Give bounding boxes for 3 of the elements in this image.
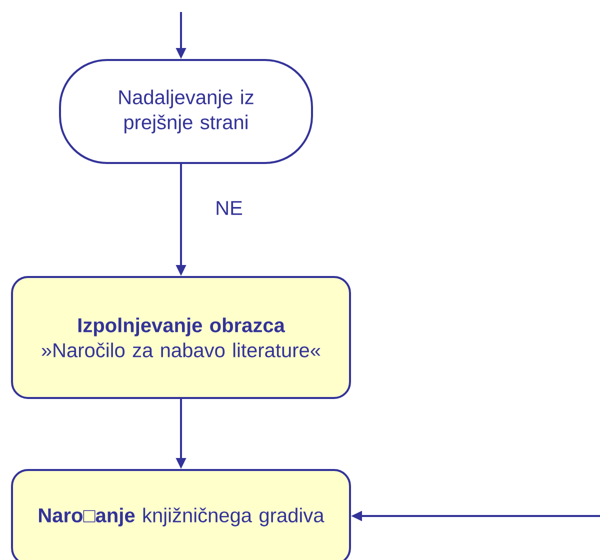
edge-label: NE <box>214 200 244 216</box>
process-box: Naro□anje knjižničnega gradiva <box>11 469 351 560</box>
process-box: Izpolnjevanje obrazca »Naročilo za nabavo literature« <box>11 276 351 399</box>
